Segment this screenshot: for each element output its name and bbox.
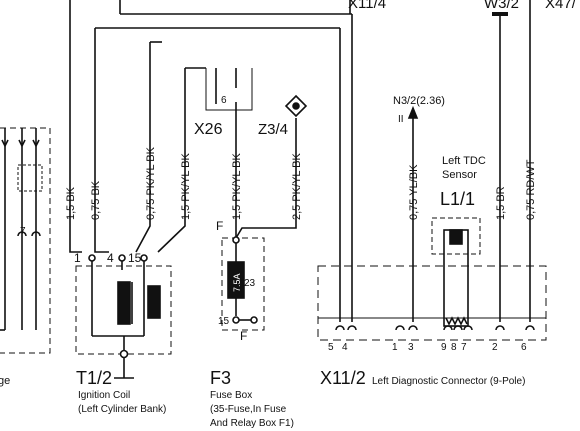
fuse-value: 23 bbox=[244, 278, 256, 289]
coil-pin-1: 1 bbox=[74, 251, 81, 265]
diag-pin-2: 2 bbox=[492, 342, 498, 353]
diag-desc: Left Diagnostic Connector (9-Pole) bbox=[372, 376, 525, 387]
fuse-amp: 7.5A bbox=[232, 273, 242, 292]
wire-label-3: 0,75 PK/YL BK bbox=[145, 146, 157, 220]
sensor-label-1: Left TDC bbox=[442, 155, 486, 167]
fuse-f-bottom: F bbox=[240, 329, 247, 343]
ignition-coil bbox=[75, 254, 172, 379]
coil-id: T1/2 bbox=[76, 368, 112, 388]
label-x26: X26 bbox=[194, 121, 223, 138]
fuse-f-top: F bbox=[216, 219, 223, 233]
wires bbox=[69, 0, 531, 322]
diag-id: X11/2 bbox=[320, 368, 366, 388]
fuse-desc-3: And Relay Box F1) bbox=[210, 418, 294, 429]
diagnostic-connector bbox=[317, 265, 547, 341]
diag-pin-4: 4 bbox=[342, 342, 348, 353]
left-pin-7: 7 bbox=[20, 226, 26, 237]
coil-desc-1: Ignition Coil bbox=[78, 390, 130, 401]
z3-4-connector bbox=[284, 94, 308, 118]
diag-pin-3: 3 bbox=[408, 342, 414, 353]
fuse-box-f3 bbox=[221, 236, 265, 331]
fuse-id: F3 bbox=[210, 368, 231, 388]
sensor-id: L1/1 bbox=[440, 189, 475, 209]
diag-pin-8: 8 bbox=[451, 342, 457, 353]
left-partial-component bbox=[0, 127, 51, 354]
label-w3-2: W3/2 bbox=[484, 0, 519, 12]
wire-label-9: 0,75 RD/WT bbox=[525, 159, 537, 220]
wire-label-4: 1,5 PK/YL BK bbox=[180, 152, 192, 220]
label-z3-4: Z3/4 bbox=[258, 121, 288, 138]
coil-pin-4: 4 bbox=[107, 251, 114, 265]
x26-pin: 6 bbox=[221, 95, 227, 106]
n3-2-arrow bbox=[407, 105, 419, 119]
wire-label-2: 0,75 BK bbox=[90, 180, 102, 220]
n3-2-marker: II bbox=[398, 114, 404, 125]
label-x11-4: X11/4 bbox=[348, 0, 386, 12]
left-partial-text: ge bbox=[0, 375, 10, 387]
label-x47: X47/ bbox=[545, 0, 577, 12]
diag-pin-1: 1 bbox=[392, 342, 398, 353]
diag-pin-6: 6 bbox=[521, 342, 527, 353]
wire-label-8: 1,5 BR bbox=[495, 186, 507, 220]
fuse-pin-15: 15 bbox=[218, 316, 230, 327]
fuse-desc-1: Fuse Box bbox=[210, 390, 252, 401]
label-n3-2: N3/2(2.36) bbox=[393, 95, 445, 107]
coil-pin-15: 15 bbox=[128, 251, 142, 265]
wire-label-1: 1,5 BK bbox=[65, 186, 77, 220]
sensor-label-2: Sensor bbox=[442, 169, 477, 181]
wire-label-5: 1,5 PK/YL BK bbox=[231, 152, 243, 220]
diag-pin-9: 9 bbox=[441, 342, 447, 353]
wire-label-6: 2,5 PK/YL BK bbox=[291, 152, 303, 220]
wire-label-7: 0,75 YL/BK bbox=[408, 164, 420, 220]
fuse-desc-2: (35-Fuse,In Fuse bbox=[210, 404, 287, 415]
coil-desc-2: (Left Cylinder Bank) bbox=[78, 404, 166, 415]
tdc-sensor bbox=[431, 217, 481, 327]
diag-pin-5: 5 bbox=[328, 342, 334, 353]
diag-pin-7: 7 bbox=[461, 342, 467, 353]
